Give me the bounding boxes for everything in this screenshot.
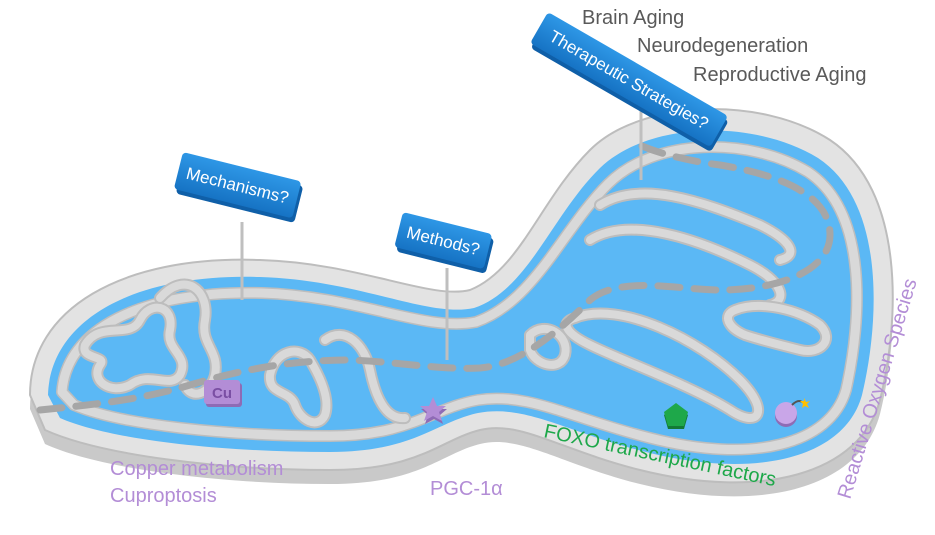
copper-icon: Cu bbox=[204, 380, 242, 407]
brain-aging-label: Brain Aging bbox=[582, 7, 684, 29]
neurodegeneration-label: Neurodegeneration bbox=[637, 35, 808, 57]
pentagon-icon bbox=[664, 403, 688, 429]
bomb-icon bbox=[775, 398, 810, 427]
methods-sign: Methods? bbox=[395, 212, 494, 273]
cuproptosis-label: Cuproptosis bbox=[110, 485, 217, 507]
copper-metabolism-label: Copper metabolism bbox=[110, 458, 283, 480]
dashed-pathway bbox=[36, 141, 834, 414]
mechanisms-sign: Mechanisms? bbox=[174, 152, 303, 223]
pgc1a-label: PGC-1α bbox=[430, 478, 503, 500]
star-icon bbox=[420, 397, 447, 424]
cristae bbox=[78, 187, 832, 429]
cu-symbol: Cu bbox=[212, 385, 232, 402]
reproductive-aging-label: Reproductive Aging bbox=[693, 64, 866, 86]
